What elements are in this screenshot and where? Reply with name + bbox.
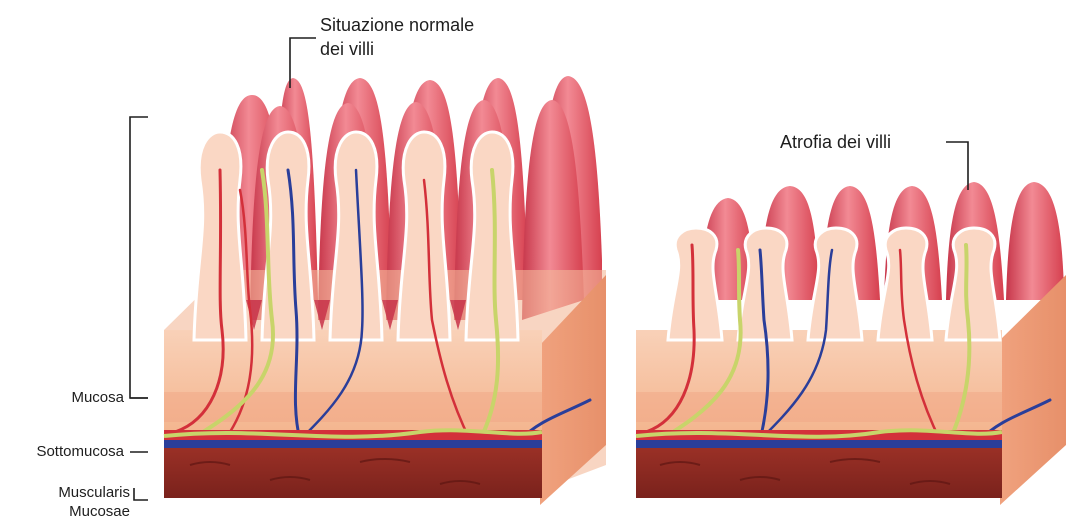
submucosa-vein xyxy=(164,440,542,448)
callout-normal-line1: Situazione normale xyxy=(320,14,474,37)
muscularis-layer-atrophy xyxy=(636,448,1002,498)
callout-normal-line2: dei villi xyxy=(320,38,374,61)
label-muscularis-line2: Mucosae xyxy=(40,502,130,521)
muscularis-layer xyxy=(164,448,542,498)
atrophy-villi-block xyxy=(636,182,1066,505)
label-mucosa: Mucosa xyxy=(40,388,124,407)
muscularis-tick xyxy=(134,488,148,500)
normal-villi-block xyxy=(164,76,606,505)
mucosa-bracket xyxy=(130,117,148,398)
callout-atrophy: Atrofia dei villi xyxy=(780,131,891,154)
leader-atrophy xyxy=(946,142,968,190)
label-muscularis-line1: Muscularis xyxy=(40,483,130,502)
label-submucosa: Sottomucosa xyxy=(4,442,124,461)
